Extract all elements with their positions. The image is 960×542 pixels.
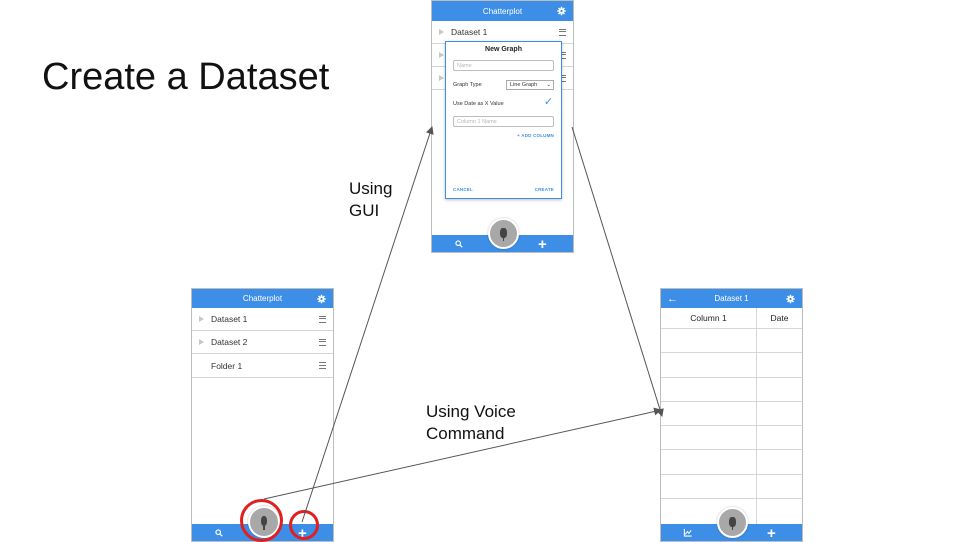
expand-triangle-icon: [439, 75, 444, 81]
table-row[interactable]: [661, 401, 802, 402]
app-title: Dataset 1: [714, 294, 749, 303]
hamburger-icon[interactable]: [559, 74, 566, 82]
list-item-label: Dataset 1: [211, 314, 248, 324]
arrow-gui-to-dialog: [301, 126, 434, 523]
table-row[interactable]: [661, 352, 802, 353]
chart-icon[interactable]: [683, 528, 693, 537]
microphone-icon[interactable]: [488, 218, 519, 249]
hamburger-icon[interactable]: [319, 362, 326, 369]
app-bar: ← Dataset 1: [661, 289, 802, 308]
app-bar: Chatterplot: [432, 1, 573, 21]
arrow-dialog-to-table: [571, 126, 664, 417]
phone-dialog-screen: Chatterplot Dataset 1 New Graph Name Gra…: [431, 0, 574, 253]
table-row[interactable]: [661, 498, 802, 499]
create-button[interactable]: CREATE: [534, 187, 554, 192]
arrow-voice-to-table: [263, 407, 662, 500]
dialog-title: New Graph: [485, 46, 522, 53]
table-row[interactable]: [661, 474, 802, 475]
plus-highlight-ring: [289, 510, 319, 540]
hamburger-icon[interactable]: [319, 338, 326, 346]
list-item[interactable]: Folder 1: [192, 354, 333, 378]
microphone-icon[interactable]: [717, 507, 748, 538]
list-item[interactable]: Dataset 2: [192, 331, 333, 354]
use-date-checkbox[interactable]: ✓: [543, 96, 554, 108]
gear-icon[interactable]: [786, 294, 795, 303]
search-icon[interactable]: [215, 529, 223, 537]
add-column-button[interactable]: + ADD COLUMN: [517, 133, 554, 138]
chevron-down-icon: ⌄: [546, 82, 551, 88]
app-bar: Chatterplot: [192, 289, 333, 308]
table-header: Column 1 Date: [661, 308, 802, 329]
expand-triangle-icon: [439, 52, 444, 58]
caption-using-voice: Using Voice Command: [426, 402, 516, 443]
app-title: Chatterplot: [482, 6, 523, 16]
plus-icon[interactable]: +: [538, 236, 547, 253]
app-title: Chatterplot: [242, 294, 283, 303]
graph-type-value: Line Graph: [510, 82, 538, 88]
gear-icon[interactable]: [557, 6, 566, 16]
name-input[interactable]: Name: [453, 60, 554, 71]
list-item-label: Folder 1: [211, 360, 243, 371]
expand-triangle-icon[interactable]: [199, 339, 204, 345]
cancel-button[interactable]: CANCEL: [453, 187, 473, 192]
list-item-label: Dataset 1: [451, 27, 488, 37]
column-name-input[interactable]: Column 1 Name: [453, 116, 554, 127]
phone-table-screen: ← Dataset 1 Column 1 Date +: [660, 288, 803, 542]
hamburger-icon[interactable]: [559, 51, 566, 59]
list-item-label: Dataset 2: [211, 337, 248, 347]
table-row[interactable]: [661, 449, 802, 450]
column-header[interactable]: Date: [756, 308, 802, 328]
expand-triangle-icon[interactable]: [199, 316, 204, 322]
column-header[interactable]: Column 1: [690, 313, 727, 323]
use-date-label: Use Date as X Value: [453, 101, 504, 107]
graph-type-label: Graph Type: [453, 82, 482, 88]
new-graph-dialog: New Graph Name Graph Type Line Graph ⌄ U…: [445, 41, 562, 199]
caption-using-gui: Using GUI: [349, 179, 393, 220]
gear-icon[interactable]: [317, 294, 326, 303]
search-icon[interactable]: [455, 240, 463, 248]
hamburger-icon[interactable]: [319, 315, 326, 323]
graph-type-select[interactable]: Line Graph ⌄: [506, 80, 554, 90]
plus-icon[interactable]: +: [767, 525, 776, 542]
table-row[interactable]: [661, 425, 802, 426]
table-row[interactable]: [661, 377, 802, 378]
back-arrow-icon[interactable]: ←: [667, 292, 678, 305]
list-item[interactable]: Dataset 1: [192, 308, 333, 331]
table-divider: [756, 328, 757, 525]
hamburger-icon[interactable]: [559, 28, 566, 36]
slide-title: Create a Dataset: [42, 56, 330, 98]
expand-triangle-icon[interactable]: [439, 29, 444, 35]
